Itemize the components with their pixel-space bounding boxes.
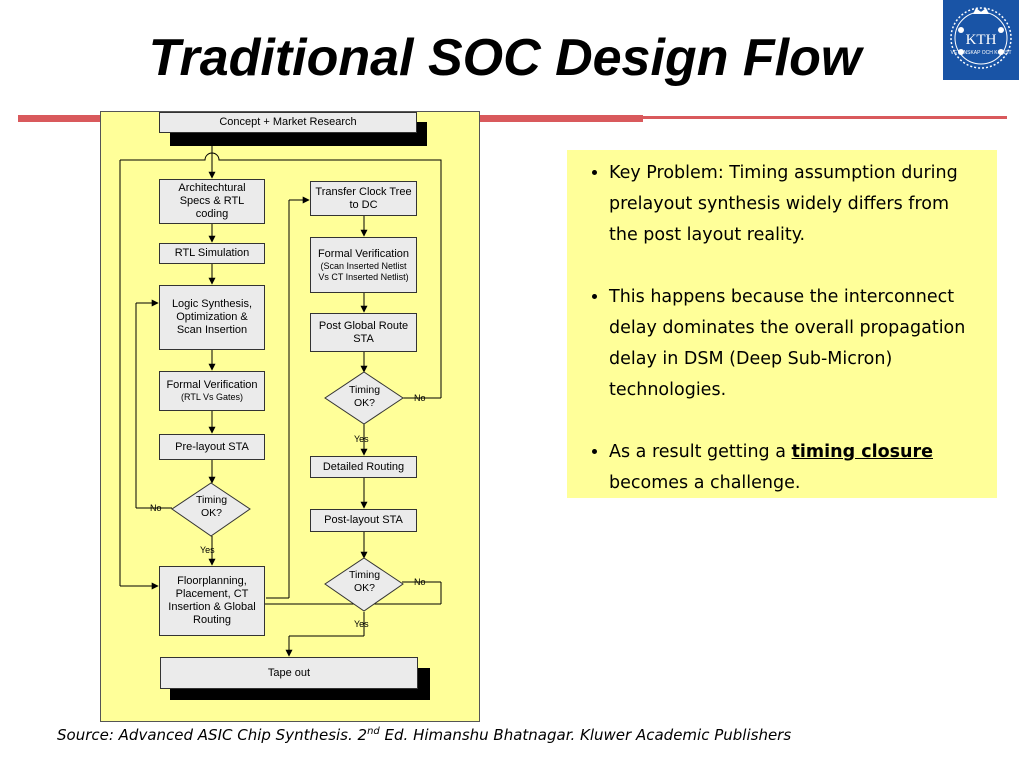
floorplanning-label: Floorplanning, Placement, CT Insertion &…: [168, 575, 256, 626]
prelayout-sta-label: Pre-layout STA: [175, 440, 249, 453]
timing-diamond-2: [324, 371, 404, 425]
formal-ver-2-box: Formal Verification (Scan Inserted Netli…: [310, 237, 417, 293]
timing-3-no: No: [414, 577, 426, 587]
transfer-clock-label: Transfer Clock Tree to DC: [315, 185, 412, 211]
timing-diamond-3: [324, 557, 404, 612]
arch-specs-box: Architechtural Specs & RTL coding: [159, 179, 265, 224]
key-problem-notes: Key Problem: Timing assumption during pr…: [567, 150, 997, 498]
transfer-clock-box: Transfer Clock Tree to DC: [310, 181, 417, 216]
arch-specs-label: Architechtural Specs & RTL coding: [178, 182, 246, 220]
tapeout-label: Tape out: [267, 666, 311, 679]
timing-3-yes: Yes: [354, 619, 369, 629]
bullet-3-pre: As a result getting a: [609, 442, 792, 462]
detailed-routing-label: Detailed Routing: [322, 460, 405, 473]
timing-closure-emphasis: timing closure: [791, 442, 933, 462]
svg-text:VETENSKAP OCH KONST: VETENSKAP OCH KONST: [950, 50, 1011, 56]
postlayout-sta-box: Post-layout STA: [310, 509, 417, 532]
bullet-3-post: becomes a challenge.: [609, 473, 801, 493]
post-global-sta-box: Post Global Route STA: [310, 313, 417, 352]
postlayout-sta-label: Post-layout STA: [324, 514, 403, 526]
timing-1-yes: Yes: [200, 545, 215, 555]
bullet-key-problem: Key Problem: Timing assumption during pr…: [609, 158, 975, 251]
slide-title: Traditional SOC Design Flow: [148, 29, 862, 87]
floorplanning-box: Floorplanning, Placement, CT Insertion &…: [159, 566, 265, 636]
detailed-routing-box: Detailed Routing: [310, 456, 417, 478]
concept-label: Concept + Market Research: [219, 116, 357, 128]
prelayout-sta-box: Pre-layout STA: [159, 434, 265, 460]
timing-diamond-1: [171, 482, 251, 537]
rtl-sim-label: RTL Simulation: [174, 247, 250, 259]
formal-ver-1-label: Formal Verification: [166, 379, 258, 391]
formal-ver-1-box: Formal Verification (RTL Vs Gates): [159, 371, 265, 411]
bullet-interconnect-delay: This happens because the interconnect de…: [609, 282, 975, 406]
timing-3-label: Timing OK?: [348, 569, 381, 594]
concept-box: Concept + Market Research: [159, 112, 417, 133]
formal-ver-2-label: Formal Verification: [317, 247, 410, 260]
source-sup: nd: [367, 726, 380, 737]
timing-2-label: Timing OK?: [348, 384, 381, 409]
formal-ver-1-sub: (RTL Vs Gates): [180, 392, 243, 402]
svg-text:KTH: KTH: [966, 32, 997, 48]
logic-synth-label: Logic Synthesis, Optimization & Scan Ins…: [171, 298, 253, 336]
timing-1-no: No: [150, 503, 162, 513]
source-pre: Source: Advanced ASIC Chip Synthesis. 2: [57, 726, 368, 744]
logic-synth-box: Logic Synthesis, Optimization & Scan Ins…: [159, 285, 265, 350]
tapeout-box: Tape out: [160, 657, 418, 689]
post-global-sta-label: Post Global Route STA: [318, 319, 409, 345]
source-citation: Source: Advanced ASIC Chip Synthesis. 2n…: [57, 726, 791, 744]
timing-2-no: No: [414, 393, 426, 403]
source-post: Ed. Himanshu Bhatnagar. Kluwer Academic …: [379, 726, 792, 744]
title-rule-right: [643, 116, 1007, 119]
timing-1-label: Timing OK?: [195, 494, 228, 519]
rtl-sim-box: RTL Simulation: [159, 243, 265, 264]
kth-logo: KTH VETENSKAP OCH KONST: [943, 0, 1019, 80]
timing-2-yes: Yes: [354, 434, 369, 444]
bullet-timing-closure: As a result getting a timing closure bec…: [609, 437, 975, 499]
formal-ver-2-sub: (Scan Inserted Netlist Vs CT Inserted Ne…: [318, 260, 409, 282]
kth-crown-icon: KTH VETENSKAP OCH KONST: [950, 7, 1012, 69]
